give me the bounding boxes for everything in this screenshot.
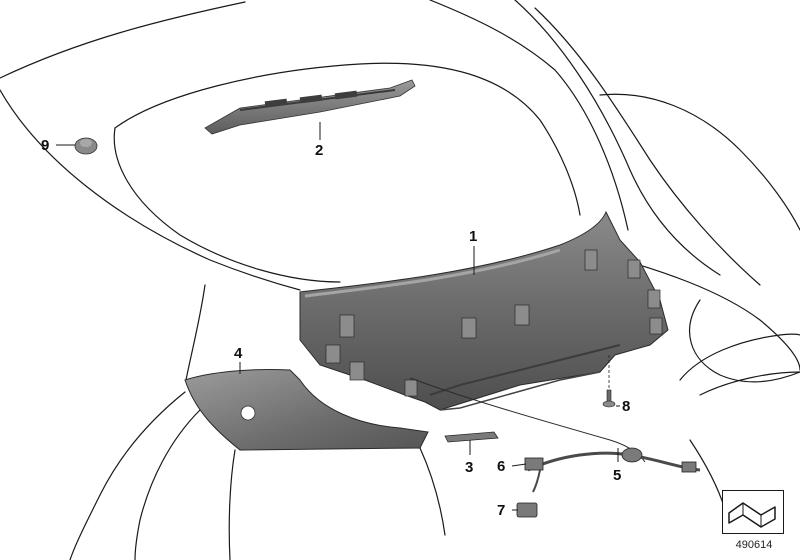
part-connector xyxy=(524,457,544,471)
callout-7: 7 xyxy=(497,502,505,519)
reference-number: 490614 xyxy=(735,539,773,551)
callout-5: 5 xyxy=(613,467,621,484)
part-trim-panel xyxy=(299,210,669,411)
leader-lines xyxy=(56,122,620,511)
callout-6: 6 xyxy=(497,458,505,475)
part-clip xyxy=(74,137,98,155)
callout-2: 2 xyxy=(315,142,323,159)
view-indicator-box xyxy=(722,490,784,534)
callout-1: 1 xyxy=(469,228,477,245)
arrow-icon xyxy=(728,502,776,528)
callout-4: 4 xyxy=(234,345,243,362)
callout-labels: 1 2 3 4 5 6 7 8 9 xyxy=(41,137,630,519)
part-wiring-harness xyxy=(409,377,701,493)
part-screw xyxy=(602,355,616,408)
part-courtesy-light xyxy=(444,431,499,443)
part-side-cover xyxy=(184,368,429,451)
callout-9: 9 xyxy=(41,137,49,154)
callout-8: 8 xyxy=(622,398,630,415)
leader-6 xyxy=(511,463,527,467)
part-brake-lamp xyxy=(204,79,416,135)
callout-3: 3 xyxy=(465,459,473,476)
part-sensor xyxy=(516,502,538,518)
